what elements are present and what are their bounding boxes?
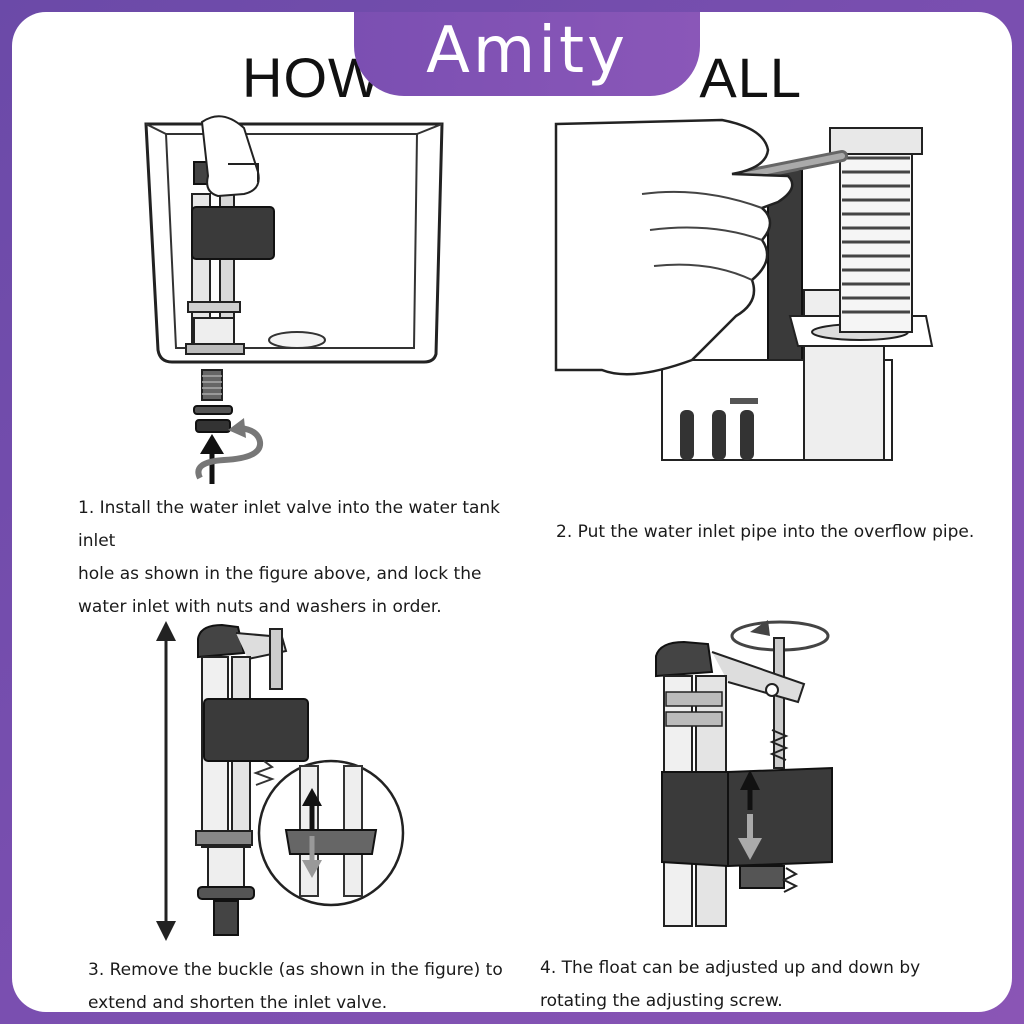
zoom-detail-circle	[256, 758, 406, 908]
brand-name: Amity	[426, 14, 628, 88]
step-2-illustration	[542, 110, 942, 470]
instruction-card: HOW ALL Amity	[12, 12, 1012, 1012]
caption-line: water inlet with nuts and washers in ord…	[78, 597, 442, 617]
step-4-illustration	[632, 612, 862, 932]
step-3-illustration	[152, 617, 412, 947]
step-1-illustration	[132, 112, 462, 492]
caption-line: extend and shorten the inlet valve.	[88, 993, 388, 1012]
brand-logo: Amity	[354, 12, 700, 96]
step-1-caption: 1. Install the water inlet valve into th…	[78, 492, 538, 624]
caption-line: 1. Install the water inlet valve into th…	[78, 498, 501, 551]
step-4-caption: 4. The float can be adjusted up and down…	[540, 952, 980, 1012]
caption-line: rotating the adjusting screw.	[540, 991, 783, 1011]
caption-line: 2. Put the water inlet pipe into the ove…	[556, 522, 975, 542]
step-3-caption: 3. Remove the buckle (as shown in the fi…	[88, 954, 518, 1012]
step-2-caption: 2. Put the water inlet pipe into the ove…	[556, 516, 986, 549]
caption-line: hole as shown in the figure above, and l…	[78, 564, 482, 584]
title-right: ALL	[699, 45, 802, 109]
caption-line: 4. The float can be adjusted up and down…	[540, 958, 921, 978]
caption-line: 3. Remove the buckle (as shown in the fi…	[88, 960, 503, 980]
